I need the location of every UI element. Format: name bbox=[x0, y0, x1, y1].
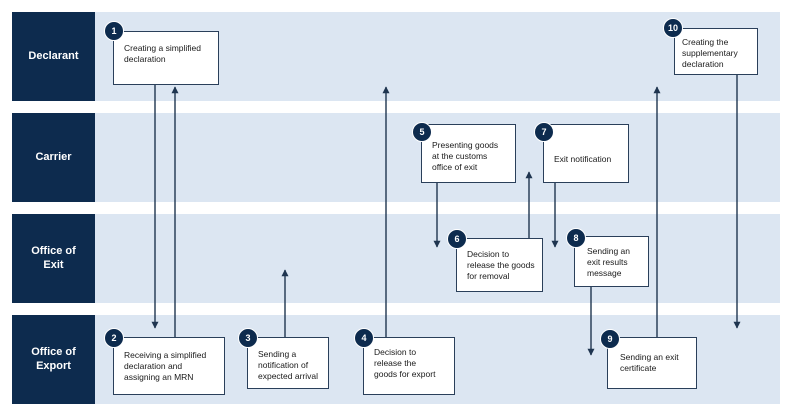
step-9-box: Sending an exit certificate bbox=[607, 337, 697, 389]
step-8-number-badge: 8 bbox=[566, 228, 586, 248]
step-7-box: Exit notification bbox=[543, 124, 629, 183]
step-4-number-badge: 4 bbox=[354, 328, 374, 348]
step-8-box: Sending an exit results message bbox=[574, 236, 649, 287]
lane-label-carrier: Carrier bbox=[12, 113, 95, 202]
step-1-box: Creating a simplified declaration bbox=[113, 31, 219, 85]
step-7-number-badge: 7 bbox=[534, 122, 554, 142]
step-9-number-badge: 9 bbox=[600, 329, 620, 349]
step-3-number-badge: 3 bbox=[238, 328, 258, 348]
lane-label-declarant: Declarant bbox=[12, 12, 95, 101]
step-5-box: Presenting goods at the customs office o… bbox=[421, 124, 516, 183]
step-6-box: Decision to release the goods for remova… bbox=[456, 238, 543, 292]
step-2-number-badge: 2 bbox=[104, 328, 124, 348]
lane-label-office-of-exit: Office of Exit bbox=[12, 214, 95, 303]
step-2-box: Receiving a simplified declaration and a… bbox=[113, 337, 225, 395]
step-10-number-badge: 10 bbox=[663, 18, 683, 38]
step-5-number-badge: 5 bbox=[412, 122, 432, 142]
step-3-box: Sending a notification of expected arriv… bbox=[247, 337, 329, 389]
step-10-box: Creating the supplementary declaration bbox=[674, 28, 758, 75]
step-4-box: Decision to release the goods for export bbox=[363, 337, 455, 395]
lane-label-office-of-export: Office of Export bbox=[12, 315, 95, 404]
step-1-number-badge: 1 bbox=[104, 21, 124, 41]
step-6-number-badge: 6 bbox=[447, 229, 467, 249]
